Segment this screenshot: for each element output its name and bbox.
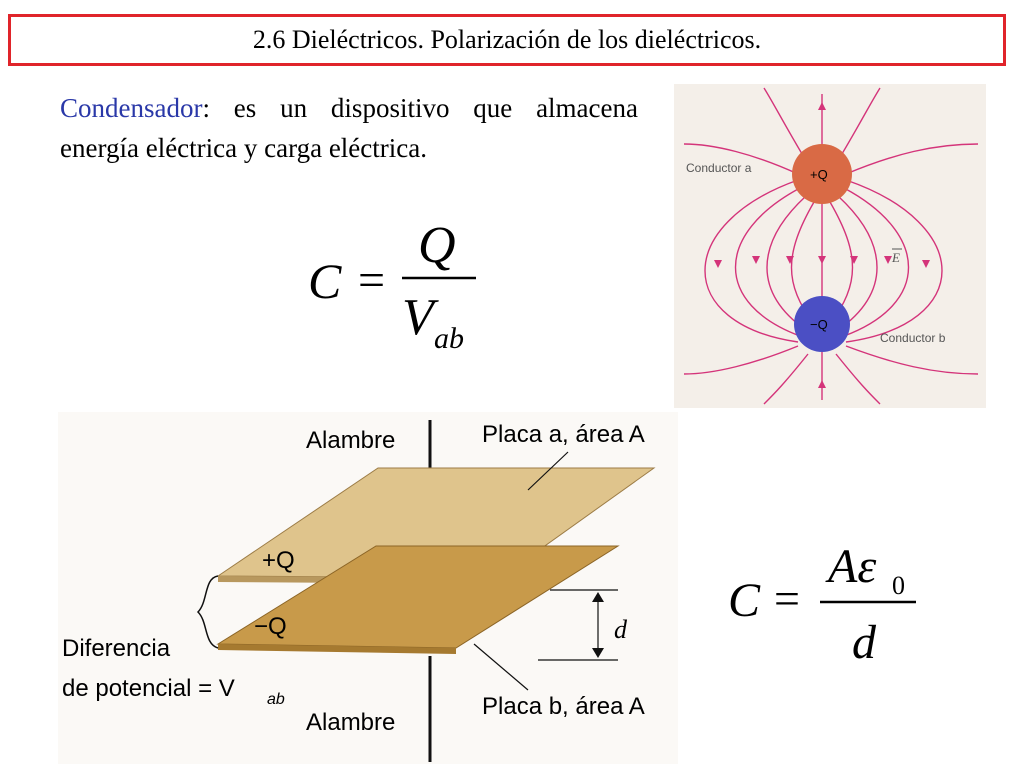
formula-1-eq: = xyxy=(358,254,385,307)
figure-background xyxy=(674,84,986,408)
positive-charge-label: +Q xyxy=(810,167,828,182)
negative-charge-label: −Q xyxy=(254,613,287,640)
slide-title-box: 2.6 Dieléctricos. Polarización de los di… xyxy=(8,14,1006,66)
negative-charge-label: −Q xyxy=(810,317,828,332)
formula-2-denominator: d xyxy=(852,616,877,669)
electric-field-figure: +Q −Q Conductor a Conductor b E xyxy=(674,84,986,408)
potential-label-subscript: ab xyxy=(267,691,285,708)
potential-label-line2: de potencial = V xyxy=(62,675,235,702)
intro-text: : es un dispositivo que almacena energía… xyxy=(60,93,638,163)
formula-2-eq: = xyxy=(774,573,800,624)
field-arrows xyxy=(714,102,930,388)
intro-paragraph: Condensador: es un dispositivo que almac… xyxy=(60,88,638,168)
top-wire-label: Alambre xyxy=(306,427,395,454)
formula-1-lhs: C xyxy=(308,253,342,309)
distance-label: d xyxy=(614,615,628,644)
capacitor-figure: d Alambre Placa a, área A +Q −Q Diferenc… xyxy=(58,412,678,764)
positive-conductor xyxy=(792,144,852,204)
formula-2-lhs: C xyxy=(728,574,761,627)
formula-2-subscript: 0 xyxy=(892,571,905,600)
potential-label-line1: Diferencia xyxy=(62,635,171,662)
formula-1-subscript: ab xyxy=(434,322,464,355)
conductor-a-label: Conductor a xyxy=(686,161,752,175)
plate-b-pointer xyxy=(473,643,529,691)
plate-capacitance-formula: C = Aε 0 d xyxy=(728,540,916,669)
distance-arrow-head-bottom xyxy=(592,648,604,658)
distance-arrow-head-top xyxy=(592,592,604,602)
formula-1-numerator: Q xyxy=(418,217,456,274)
potential-brace xyxy=(196,575,219,649)
formula-2-numerator: Aε xyxy=(825,540,876,593)
plate-a-pointer xyxy=(527,451,569,491)
plate-b-edge xyxy=(218,644,456,654)
bottom-wire-label: Alambre xyxy=(306,709,395,736)
plate-b-label: Placa b, área A xyxy=(482,693,645,720)
field-vector-label: E xyxy=(891,250,900,265)
intro-term: Condensador xyxy=(60,93,203,123)
slide-title: 2.6 Dieléctricos. Polarización de los di… xyxy=(252,25,762,54)
formula-1-denominator: V xyxy=(402,289,439,346)
plate-a-label: Placa a, área A xyxy=(482,421,645,448)
positive-charge-label: +Q xyxy=(262,547,295,574)
conductor-b-label: Conductor b xyxy=(880,331,946,345)
negative-conductor xyxy=(794,296,850,352)
capacitance-formula: C = Q V ab xyxy=(308,217,476,355)
